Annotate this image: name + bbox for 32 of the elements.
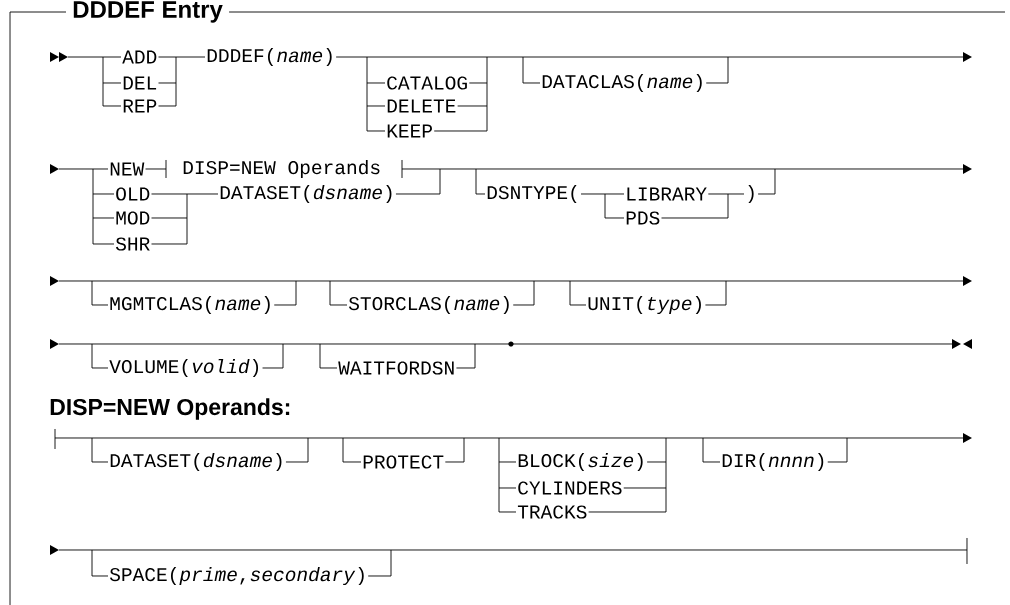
syntax-keyword: WAITFORDSN <box>338 361 454 375</box>
syntax-keyword: UNIT(type) <box>588 295 701 315</box>
syntax-keyword: PROTECT <box>363 455 444 469</box>
syntax-keyword: DISP=NEW Operands <box>183 159 380 179</box>
syntax-keyword: LIBRARY <box>627 187 707 201</box>
frame-title: DDDEF Entry <box>73 1 223 23</box>
syntax-keyword: STORCLAS(name) <box>348 295 509 315</box>
syntax-keyword: SHR <box>115 237 150 251</box>
syntax-keyword: CYLINDERS <box>518 481 622 495</box>
syntax-keyword: NEW <box>110 162 145 176</box>
syntax-keyword: DDDEF(name) <box>207 47 332 67</box>
syntax-keyword: KEEP <box>387 124 432 138</box>
section-heading: DISP=NEW Operands: <box>50 398 290 420</box>
syntax-keyword: DEL <box>123 76 157 90</box>
syntax-keyword: TRACKS <box>517 505 587 519</box>
syntax-keyword: SPACE(prime,secondary) <box>109 566 364 586</box>
syntax-keyword: PDS <box>626 211 660 225</box>
syntax-keyword: ) <box>748 184 754 204</box>
syntax-keyword: MOD <box>116 211 150 225</box>
syntax-keyword: MGMTCLAS(name) <box>110 295 270 315</box>
syntax-keyword: OLD <box>116 187 150 201</box>
syntax-keyword: DATASET(dsname) <box>220 184 392 204</box>
syntax-keyword: DATACLAS(name) <box>542 73 702 93</box>
syntax-keyword: DATASET(dsname) <box>110 452 282 472</box>
syntax-keyword: REP <box>123 99 157 113</box>
syntax-keyword: DIR(nnnn) <box>722 452 824 472</box>
syntax-keyword: DELETE <box>387 99 456 113</box>
syntax-keyword: VOLUME(volid) <box>109 358 259 378</box>
syntax-keyword: CATALOG <box>387 76 467 90</box>
syntax-keyword: BLOCK(size) <box>518 452 643 472</box>
syntax-keyword: ADD <box>122 50 157 64</box>
syntax-keyword: DSNTYPE( <box>487 184 577 204</box>
